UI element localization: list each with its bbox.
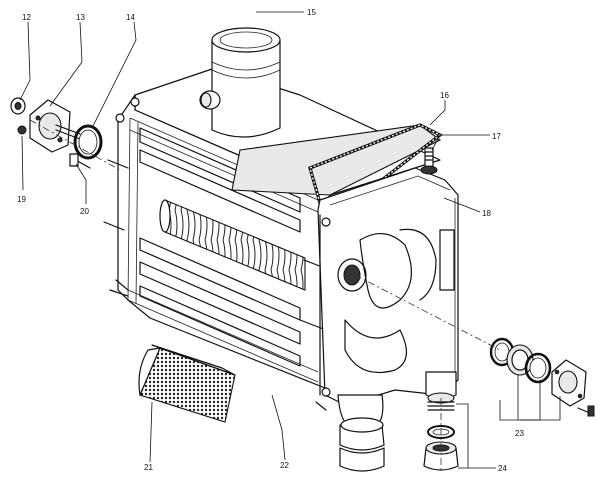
callout-24: 24	[498, 464, 507, 473]
part-14-gasket	[73, 124, 103, 160]
callout-13: 13	[76, 13, 85, 22]
callout-14: 14	[126, 13, 135, 22]
part-23-seals	[489, 337, 595, 417]
part-12-cap	[10, 97, 26, 115]
part-19-nut	[17, 125, 27, 135]
callout-22: 22	[280, 461, 289, 470]
flue-pipe	[199, 27, 281, 138]
callout-19: 19	[17, 195, 26, 204]
part-20-electrode	[69, 153, 91, 169]
center-lines	[29, 119, 501, 470]
callout-labels: 12 13 14 15 16 17 18 19 20 21 22 23 24	[17, 8, 524, 473]
callout-12: 12	[22, 13, 31, 22]
callout-18: 18	[482, 209, 491, 218]
callout-20: 20	[80, 207, 89, 216]
part-13-plate	[29, 99, 81, 153]
part-21-insulation-panel	[138, 344, 236, 423]
front-casting	[317, 147, 459, 472]
callout-17: 17	[492, 132, 501, 141]
callout-16: 16	[440, 91, 449, 100]
callout-23: 23	[515, 429, 524, 438]
leader-lines	[19, 11, 561, 469]
callout-21: 21	[144, 463, 153, 472]
callout-15: 15	[307, 8, 316, 17]
